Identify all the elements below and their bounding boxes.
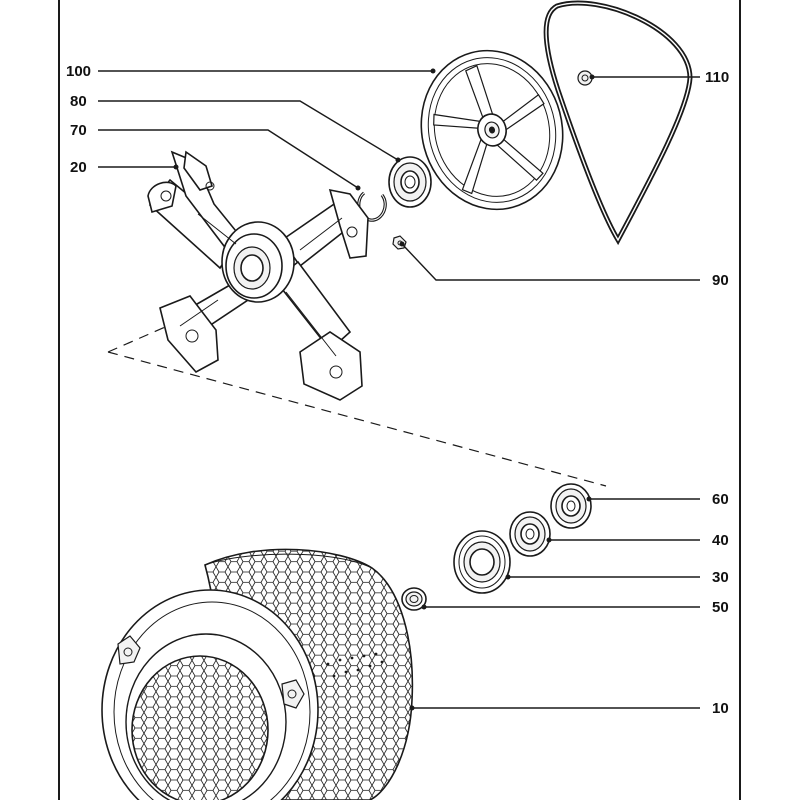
- bearing-small: [388, 156, 432, 208]
- leader-80: [98, 100, 399, 161]
- drive-belt: [543, 0, 693, 246]
- shaft-seal: [453, 530, 511, 594]
- leader-110-dot: [589, 74, 595, 80]
- leader-50-dot: [421, 604, 427, 610]
- leader-40-dot: [546, 537, 552, 543]
- callout-110: 110: [705, 69, 729, 86]
- drum: [101, 548, 414, 800]
- sleeve-ring: [401, 587, 427, 611]
- bearing-inner: [509, 511, 551, 557]
- callout-20: 20: [70, 159, 87, 176]
- callout-10: 10: [712, 700, 729, 717]
- bearing-outer: [550, 483, 592, 529]
- callout-80: 80: [70, 93, 87, 110]
- callout-70: 70: [70, 122, 87, 139]
- callout-40: 40: [712, 532, 729, 549]
- leader-70: [98, 129, 359, 189]
- leader-80-dot: [395, 157, 401, 163]
- leader-10-dot: [409, 705, 415, 711]
- leader-20-dot: [173, 164, 179, 170]
- leader-90: [401, 243, 700, 281]
- callout-100: 100: [66, 63, 91, 80]
- circlip: [357, 191, 387, 222]
- leader-30-dot: [505, 574, 511, 580]
- drum-spider: [147, 150, 369, 401]
- belt-pulley: [420, 49, 564, 211]
- callout-60: 60: [712, 491, 729, 508]
- leader-90-dot: [399, 241, 405, 247]
- leader-100-dot: [430, 68, 436, 74]
- assembly-axis-dashed-line: [107, 323, 607, 487]
- callout-90: 90: [712, 272, 729, 289]
- leader-60-dot: [586, 496, 592, 502]
- leader-70-dot: [355, 185, 361, 191]
- callout-30: 30: [712, 569, 729, 586]
- callout-50: 50: [712, 599, 729, 616]
